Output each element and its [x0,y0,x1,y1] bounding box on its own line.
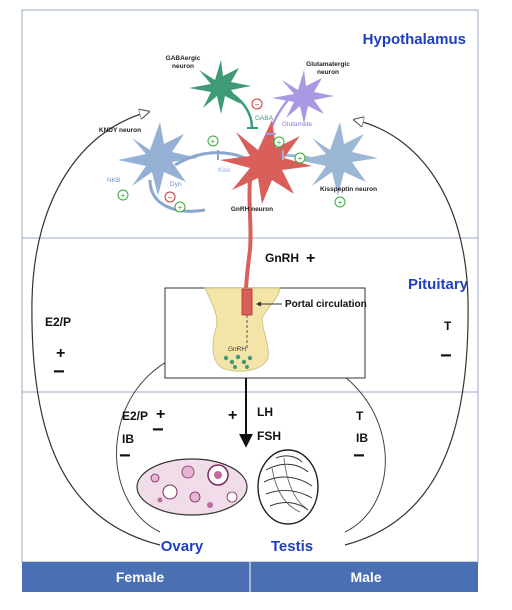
svg-text:+: + [338,198,343,207]
gnrh-plus-sign: + [306,250,315,267]
svg-text:−: − [255,100,260,109]
pituitary-gland-shape [204,287,281,372]
pituitary-cells [223,354,253,369]
kndy-neuron [118,122,246,213]
pituitary-gnrh-label: GnRH [228,346,246,353]
kiss-label: Kiss [218,167,231,174]
t-label-right: T [444,319,452,333]
dyn-label: Dyn [170,181,182,188]
feedback-arc-female [31,112,161,546]
gaba-label: GABA [255,115,274,122]
ib-minus-left: − [119,445,131,467]
ovary-illustration [136,458,248,516]
gaba-neuron-label-line1: GABAergic [166,55,201,62]
kndy-plus-circle-right: + [174,201,186,213]
t-label-mid: T [356,409,364,423]
feedback-arc-ovary-pituitary [116,350,195,533]
dyn-minus-circle: − [164,191,176,203]
kndy-neuron-label: KNDY neuron [99,127,141,134]
nkb-plus-circle: + [117,189,129,201]
glutamate-neuron-label-line2: neuron [317,69,339,76]
glutamate-plus-circle: + [273,136,285,148]
svg-text:+: + [211,137,216,146]
kisspeptin-neuron-label: Kisspeptin neuron [320,186,377,193]
svg-text:−: − [168,193,173,202]
gnrh-hormone-label: GnRH [265,251,299,265]
diagram-frame [21,9,479,563]
region-title-hypothalamus: Hypothalamus [363,31,466,48]
ib-minus-right: − [353,445,365,467]
kiss-plus-circle-right: + [294,152,306,164]
e2p-label-mid: E2/P [122,409,148,423]
gaba-minus-circle: − [251,98,263,110]
kiss-plus-circle-left: + [207,135,219,147]
glutamate-label: Glutamate [282,121,312,128]
glutamate-neuron-label-line1: Glutamatergic [306,61,350,68]
gnrh-neuron-label: GnRH neuron [231,206,273,213]
e2p-label-left: E2/P [45,315,71,329]
feedback-arc-male [344,120,469,546]
e2p-minus-left: − [53,361,65,383]
svg-text:+: + [178,203,183,212]
testis-illustration [257,449,319,525]
gaba-neuron [189,60,254,129]
portal-vessel [241,288,253,316]
lh-fsh-plus: + [228,407,237,424]
gaba-neuron-label-line2: neuron [172,63,194,70]
e2p-minus-mid: − [152,419,164,441]
footer-male-label: Male [350,569,381,585]
svg-text:+: + [298,154,303,163]
e2p-plus-mid: + [156,406,165,423]
footer-female-label: Female [116,569,164,585]
ib-label-left: IB [122,432,134,446]
fsh-label: FSH [257,429,281,443]
svg-text:+: + [277,138,282,147]
lh-label: LH [257,405,273,419]
kisspeptin-plus-circle-bottom: + [334,196,346,208]
ovary-label: Ovary [161,538,204,555]
e2p-plus-left: + [56,345,65,362]
region-title-pituitary: Pituitary [408,276,469,293]
nkb-label: NKB [107,177,120,184]
t-minus-right: − [440,345,452,367]
ib-label-right: IB [356,431,368,445]
svg-text:+: + [121,191,126,200]
testis-label: Testis [271,538,313,555]
gnrh-neuron [220,120,312,293]
portal-circulation-label: Portal circulation [285,299,367,310]
